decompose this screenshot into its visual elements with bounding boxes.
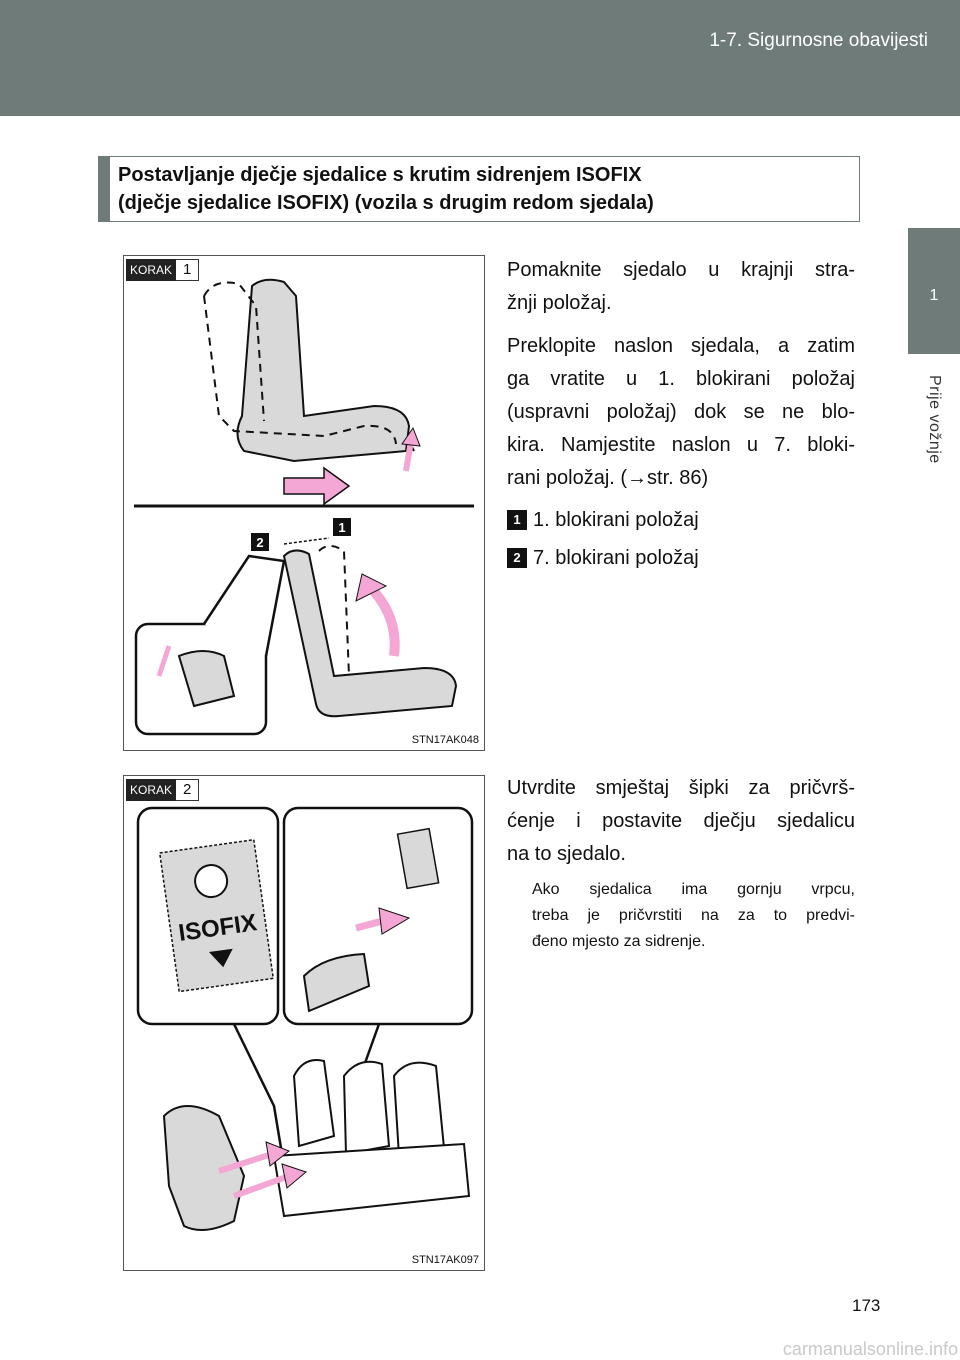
chapter-number: 1 xyxy=(929,287,939,304)
step2-para-line2: ćenje i postavite dječju sjedalicu xyxy=(507,810,855,832)
step2-para-line3: na to sjedalo. xyxy=(507,843,626,865)
step2-para-line1: Utvrdite smještaj šipki za pričvrš- xyxy=(507,777,855,799)
section-title-line2: (dječje sjedalice ISOFIX) (vozila s drug… xyxy=(118,192,654,214)
step2-korak-tag: KORAK 2 xyxy=(126,779,200,801)
list-text-2: 7. blokirani položaj xyxy=(533,547,699,569)
chapter-label-box: Prije vožnje xyxy=(908,354,960,484)
step2-illustration: ISOFIX xyxy=(136,806,474,1231)
step1-para2-line2: ga vratite u 1. blokirani položaj xyxy=(507,368,855,390)
callout-2-badge xyxy=(251,533,269,551)
page-number: 173 xyxy=(852,1296,881,1315)
step2-note-line1: Ako sjedalica ima gornju vrpcu, xyxy=(532,881,855,898)
step1-paragraph2: Preklopite naslon sjedala, a zatim ga vr… xyxy=(507,330,855,495)
watermark: carmanualsonline.info xyxy=(782,1339,958,1359)
step2-figure-code: STN17AK097 xyxy=(411,1254,479,1266)
step1-para1-line2: žnji položaj. xyxy=(507,292,612,314)
section-heading: Postavljanje dječje sjedalice s krutim s… xyxy=(98,156,860,222)
header-title: 1-7. Sigurnosne obavijesti xyxy=(709,30,928,51)
step1-paragraph1: Pomaknite sjedalo u krajnji stra- žnji p… xyxy=(507,254,855,320)
step1-korak-number: 1 xyxy=(176,259,200,281)
step1-illustration: 2 1 xyxy=(134,278,474,736)
step2-paragraph: Utvrdite smještaj šipki za pričvrš- ćenj… xyxy=(507,772,855,871)
section-title: Postavljanje dječje sjedalice s krutim s… xyxy=(118,161,853,217)
callout-1-badge xyxy=(333,518,351,536)
step2-figure: ISOFIX KORAK 2 STN17AK097 xyxy=(123,775,485,1271)
step1-para2-line3: (uspravni položaj) dok se ne blo- xyxy=(507,401,855,423)
step1-korak-label: KORAK xyxy=(126,259,177,281)
step1-list-item-2: 2 7. blokirani položaj xyxy=(507,543,699,573)
step1-para2-line4: kira. Namjestite naslon u 7. bloki- xyxy=(507,434,855,456)
step1-para1-line1: Pomaknite sjedalo u krajnji stra- xyxy=(507,259,855,281)
list-badge-1: 1 xyxy=(507,510,527,530)
step2-note: Ako sjedalica ima gornju vrpcu, treba je… xyxy=(532,877,855,955)
section-title-line1: Postavljanje dječje sjedalice s krutim s… xyxy=(118,164,642,186)
page-header: 1-7. Sigurnosne obavijesti xyxy=(0,0,960,116)
list-badge-2: 2 xyxy=(507,548,527,568)
chapter-tab xyxy=(908,228,960,354)
callout-2-label: 2 xyxy=(256,535,263,550)
step2-note-line3: đeno mjesto za sidrenje. xyxy=(532,933,706,950)
list-text-1: 1. blokirani položaj xyxy=(533,509,699,531)
step1-para2-line5: rani položaj. (→str. 86) xyxy=(507,467,709,489)
step2-korak-number: 2 xyxy=(176,779,200,801)
callout-1-label: 1 xyxy=(338,520,345,535)
step1-korak-tag: KORAK 1 xyxy=(126,259,200,281)
chapter-label: Prije vožnje xyxy=(926,374,943,464)
step2-korak-label: KORAK xyxy=(126,779,177,801)
step1-figure: 2 1 KORAK 1 STN17AK048 xyxy=(123,255,485,751)
step1-list-item-1: 1 1. blokirani položaj xyxy=(507,505,699,535)
step1-figure-code: STN17AK048 xyxy=(411,734,479,746)
step1-para2-line1: Preklopite naslon sjedala, a zatim xyxy=(507,335,855,357)
step2-note-line2: treba je pričvrstiti na za to predvi- xyxy=(532,907,855,924)
